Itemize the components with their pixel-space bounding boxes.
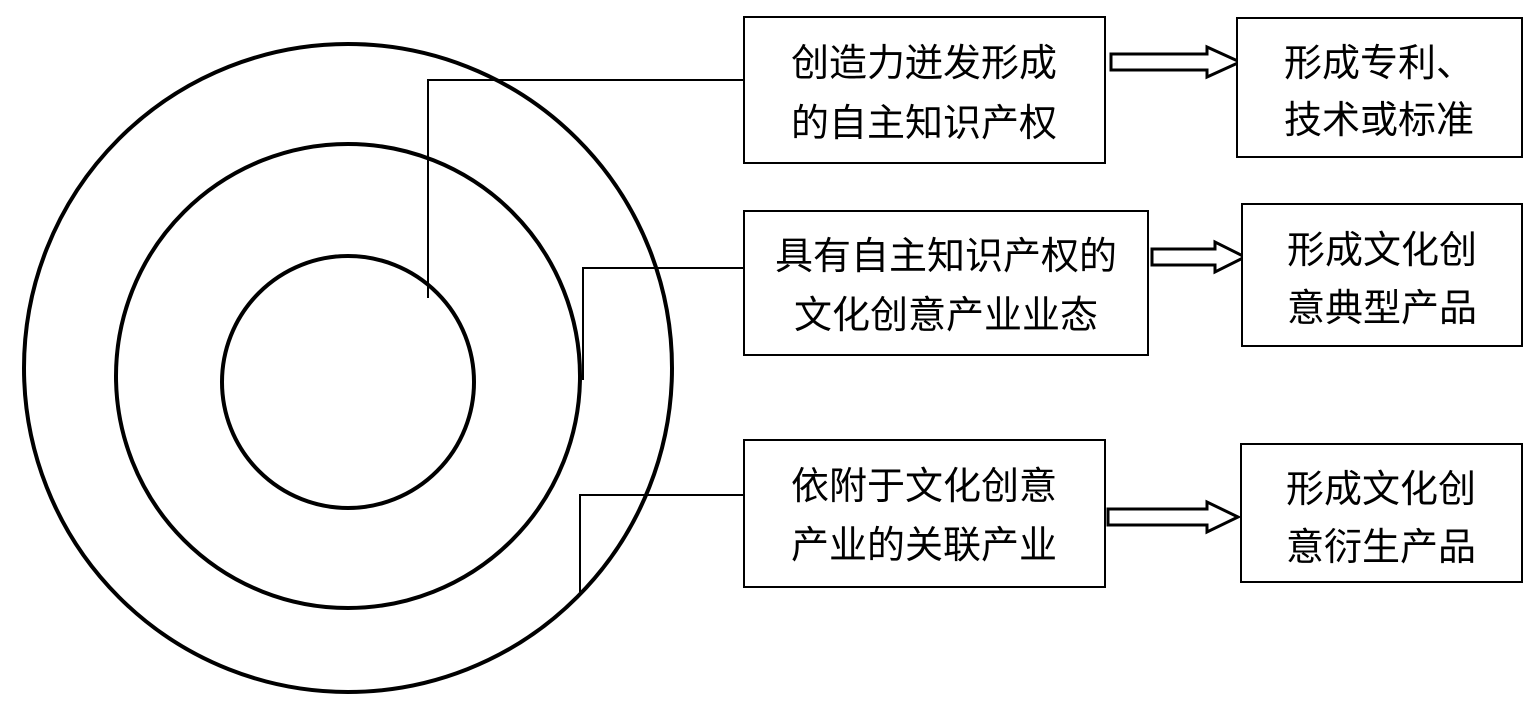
result-box-patent-line2: 技术或标准 [1284, 98, 1474, 142]
connector-inner-ring [427, 79, 744, 298]
result-box-typical-product [1241, 203, 1523, 347]
double-arrow-3 [1106, 499, 1242, 535]
connector-middle-ring [582, 267, 744, 380]
result-box-derivative-product [1240, 443, 1523, 583]
middle-ring [114, 142, 582, 610]
double-arrow-1 [1109, 44, 1244, 80]
row-2: 具有自主知识产权的 文化创意产业业态 形成文化创 意典型产品 [743, 203, 1523, 356]
result-box-derivative-product-line2: 意衍生产品 [1286, 525, 1476, 569]
double-arrow-2 [1150, 239, 1249, 275]
result-box-typical-product-line1: 形成文化创 [1287, 228, 1477, 272]
layer-box-related-line1: 依附于文化创意 [791, 464, 1057, 508]
layer-box-core [743, 16, 1106, 164]
layer-box-industry [743, 210, 1149, 356]
layer-box-related-line2: 产业的关联产业 [791, 523, 1057, 567]
result-box-typical-product-line2: 意典型产品 [1287, 286, 1477, 330]
layer-box-core-line2: 的自主知识产权 [791, 101, 1057, 145]
result-box-derivative-product-line1: 形成文化创 [1286, 467, 1476, 511]
layer-box-industry-line1: 具有自主知识产权的 [775, 234, 1117, 278]
layer-box-core-line1: 创造力迸发形成 [791, 41, 1057, 85]
inner-ring [220, 254, 476, 510]
layer-box-industry-line2: 文化创意产业业态 [794, 293, 1098, 337]
layer-box-related [743, 439, 1106, 588]
result-box-patent [1236, 17, 1523, 158]
connector-outer-ring [579, 494, 744, 592]
result-box-patent-line1: 形成专利、 [1284, 41, 1474, 85]
row-3: 依附于文化创意 产业的关联产业 形成文化创 意衍生产品 [743, 439, 1523, 588]
row-1: 创造力迸发形成 的自主知识产权 形成专利、 技术或标准 [743, 16, 1523, 164]
outer-ring [22, 42, 674, 694]
